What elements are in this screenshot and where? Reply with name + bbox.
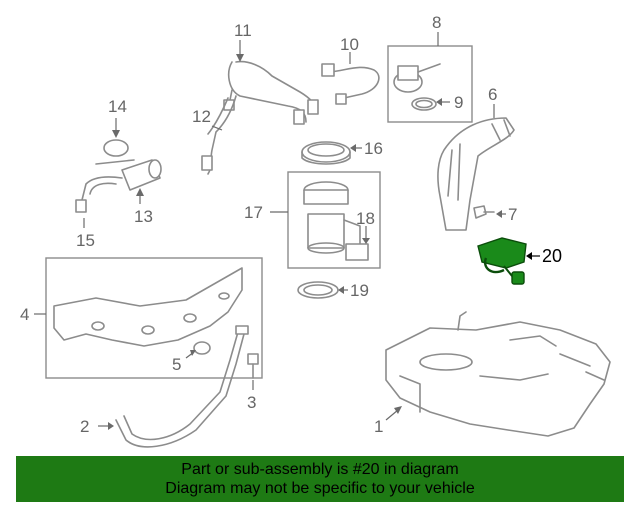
callout-9: 9	[454, 93, 463, 112]
callout-14: 14	[108, 97, 127, 116]
callout-7: 7	[508, 205, 517, 224]
part-13-filter[interactable]	[121, 159, 162, 191]
callout-10: 10	[340, 35, 359, 54]
callout-16: 16	[364, 139, 383, 158]
callout-11: 11	[234, 21, 252, 40]
part-14-bracket[interactable]	[95, 139, 135, 165]
part-5-grommet[interactable]	[193, 341, 211, 355]
part-17-group-box	[287, 171, 381, 269]
part-12-hose[interactable]	[201, 95, 237, 175]
callout-18: 18	[356, 209, 375, 228]
part-11-fuel-line[interactable]	[223, 60, 319, 125]
callout-20: 20	[542, 246, 562, 266]
part-16-lock-ring[interactable]	[301, 141, 351, 165]
part-7-bolt[interactable]	[473, 205, 495, 219]
part-18-sensor[interactable]	[345, 243, 369, 261]
part-8-sender[interactable]	[393, 63, 441, 93]
part-2-strap[interactable]	[115, 325, 249, 448]
part-15-hose[interactable]	[75, 176, 123, 213]
callout-2: 2	[80, 417, 89, 436]
callout-15: 15	[76, 231, 95, 250]
part-8-group-box	[387, 45, 473, 123]
part-20-highlighted-valve[interactable]	[477, 237, 527, 285]
callout-1: 1	[374, 417, 383, 436]
part-1-fuel-tank[interactable]	[385, 311, 611, 437]
callout-6: 6	[488, 85, 497, 104]
callout-4: 4	[20, 305, 29, 324]
banner-line-1: Part or sub-assembly is #20 in diagram	[181, 461, 459, 478]
callout-12: 12	[192, 107, 211, 126]
part-19-seal[interactable]	[297, 281, 339, 299]
part-17-pump-module[interactable]	[303, 181, 361, 254]
part-6-filler-neck[interactable]	[437, 117, 515, 231]
part-9-seal-ring[interactable]	[411, 97, 437, 111]
callout-13: 13	[134, 207, 153, 226]
part-3-bolt[interactable]	[247, 353, 259, 379]
callout-8: 8	[432, 13, 441, 32]
part-10-sensor-wire[interactable]	[321, 63, 380, 105]
part-4-heat-shield[interactable]	[53, 267, 243, 347]
callout-19: 19	[350, 281, 369, 300]
part-4-group-box	[45, 257, 263, 379]
info-banner: Part or sub-assembly is #20 in diagram D…	[16, 456, 624, 502]
callout-3: 3	[247, 393, 256, 412]
callout-5: 5	[172, 355, 181, 374]
banner-line-2: Diagram may not be specific to your vehi…	[165, 480, 475, 497]
callout-17: 17	[244, 203, 263, 222]
